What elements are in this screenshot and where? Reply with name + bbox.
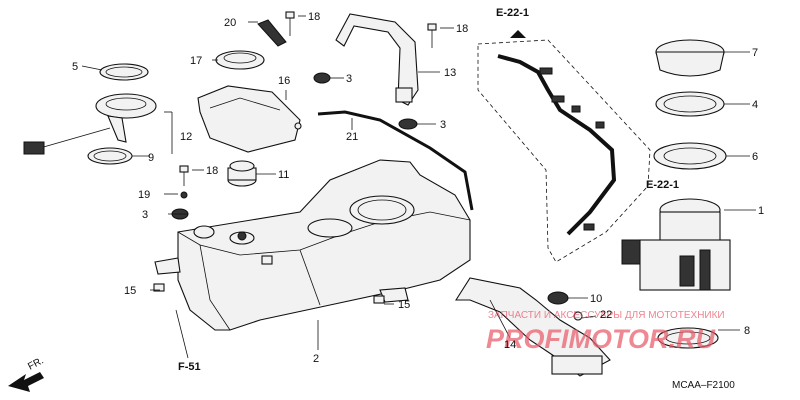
bolt: [153, 283, 385, 304]
callout-21: 21: [346, 131, 358, 143]
retainer-ring: [653, 91, 727, 170]
collar: [573, 311, 583, 321]
fuel-tank: [154, 159, 471, 331]
callout-11: 11: [278, 169, 289, 181]
callout-1: 1: [758, 205, 764, 217]
callout-16: 16: [278, 75, 290, 87]
watermark-line1: ЗАПЧАСТИ И АКСЕССУАРЫ ДЛЯ МОТОТЕХНИКИ: [488, 310, 725, 321]
watermark-line2: PROFIMOTOR.RU: [486, 324, 717, 354]
pump-cap: [655, 39, 725, 77]
callout-15: 15: [124, 285, 136, 297]
callout-18: 18: [206, 165, 218, 177]
callout-2: 2: [313, 353, 319, 365]
front-label: FR.: [26, 355, 45, 372]
callout-18: 18: [456, 23, 468, 35]
callout-22: 22: [600, 309, 612, 321]
callout-14: 14: [504, 339, 516, 351]
callout-18: 18: [308, 11, 320, 23]
support-bracket: [454, 277, 611, 377]
callout-3: 3: [142, 209, 148, 221]
callout-3: 3: [440, 119, 446, 131]
ref-e22-top: E-22-1: [496, 7, 529, 19]
callout-17: 17: [190, 55, 202, 67]
diagram-code: MCAA–F2100: [672, 380, 735, 391]
callout-15: 15: [398, 299, 410, 311]
bolt: [179, 23, 437, 199]
callout-5: 5: [72, 61, 78, 73]
fuel-cap: [227, 160, 257, 187]
fuel-hose: [497, 54, 617, 236]
callout-8: 8: [744, 325, 750, 337]
callout-10: 10: [590, 293, 602, 305]
callout-3: 3: [346, 73, 352, 85]
callout-12: 12: [180, 131, 192, 143]
callout-7: 7: [752, 47, 758, 59]
seal-ring: [215, 50, 265, 70]
callout-9: 9: [148, 152, 154, 164]
bolt: [285, 11, 295, 36]
ref-e22-mid: E-22-1: [646, 179, 679, 191]
callout-6: 6: [752, 151, 758, 163]
clip: [257, 19, 287, 47]
tank-cover: [197, 85, 302, 153]
o-ring: [657, 327, 719, 349]
bracket: [335, 13, 419, 106]
callout-13: 13: [444, 67, 456, 79]
up-arrow: [510, 30, 526, 38]
ref-f51: F-51: [178, 361, 201, 373]
callout-4: 4: [752, 99, 758, 111]
hose-clamp: [539, 67, 605, 231]
callout-20: 20: [224, 17, 236, 29]
rubber-mount: [547, 291, 569, 305]
fuel-pump: [621, 198, 731, 291]
callout-19: 19: [138, 189, 150, 201]
leader-lines: [81, 15, 756, 359]
fuel-level-gauge: [23, 93, 157, 155]
fuel-hose-zone: [477, 39, 651, 263]
front-arrow: [8, 372, 44, 392]
breather-tube: [317, 110, 474, 211]
